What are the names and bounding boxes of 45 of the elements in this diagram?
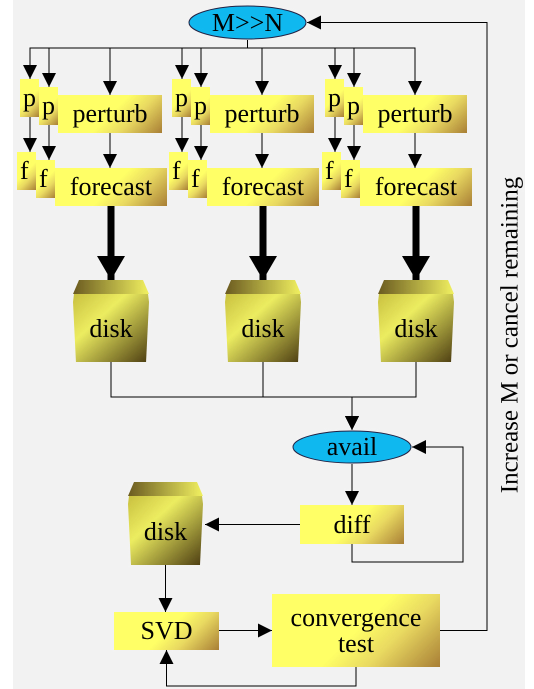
arrow: [175, 116, 189, 152]
arrow: [345, 362, 416, 430]
arrow: [249, 206, 277, 280]
process-box: forecast: [207, 168, 319, 206]
terminal-ellipse: avail: [292, 430, 412, 464]
process-box: diff: [300, 505, 404, 544]
arrow: [347, 124, 361, 160]
process-box: p: [344, 87, 363, 125]
arrow: [408, 132, 422, 168]
process-box: p: [39, 87, 58, 125]
arrow: [103, 132, 117, 168]
process-box: f: [17, 152, 36, 190]
process-box: perturb: [363, 95, 467, 133]
process-box: p: [20, 79, 39, 117]
process-box: f: [341, 160, 360, 198]
arrow: [328, 116, 342, 152]
arrow: [160, 650, 356, 686]
process-box: f: [322, 152, 341, 190]
terminal-ellipse: M>>N: [188, 5, 307, 40]
arrow: [255, 132, 269, 168]
arrow: [352, 440, 464, 562]
process-box: p: [191, 87, 210, 125]
process-box: SVD: [114, 612, 219, 650]
process-box: p: [172, 79, 191, 117]
process-box: f: [169, 152, 188, 190]
process-box: p: [325, 79, 344, 117]
arrow: [247, 40, 422, 96]
arrow: [218, 624, 272, 638]
arrow: [42, 124, 56, 160]
process-box: convergence test: [272, 594, 440, 667]
process-box: f: [36, 160, 55, 198]
process-box: perturb: [58, 95, 162, 133]
arrow: [194, 124, 208, 160]
process-box: forecast: [55, 168, 167, 206]
arrow: [158, 564, 172, 612]
arrow: [345, 464, 359, 506]
arrow: [23, 116, 37, 152]
process-box: f: [188, 160, 207, 198]
arrow: [97, 206, 125, 280]
process-box: forecast: [360, 168, 472, 206]
arrow: [204, 518, 300, 532]
arrow: [402, 206, 430, 280]
edge-label: Increase M or cancel remaining: [498, 176, 522, 494]
process-box: perturb: [210, 95, 314, 133]
arrow: [306, 16, 488, 631]
